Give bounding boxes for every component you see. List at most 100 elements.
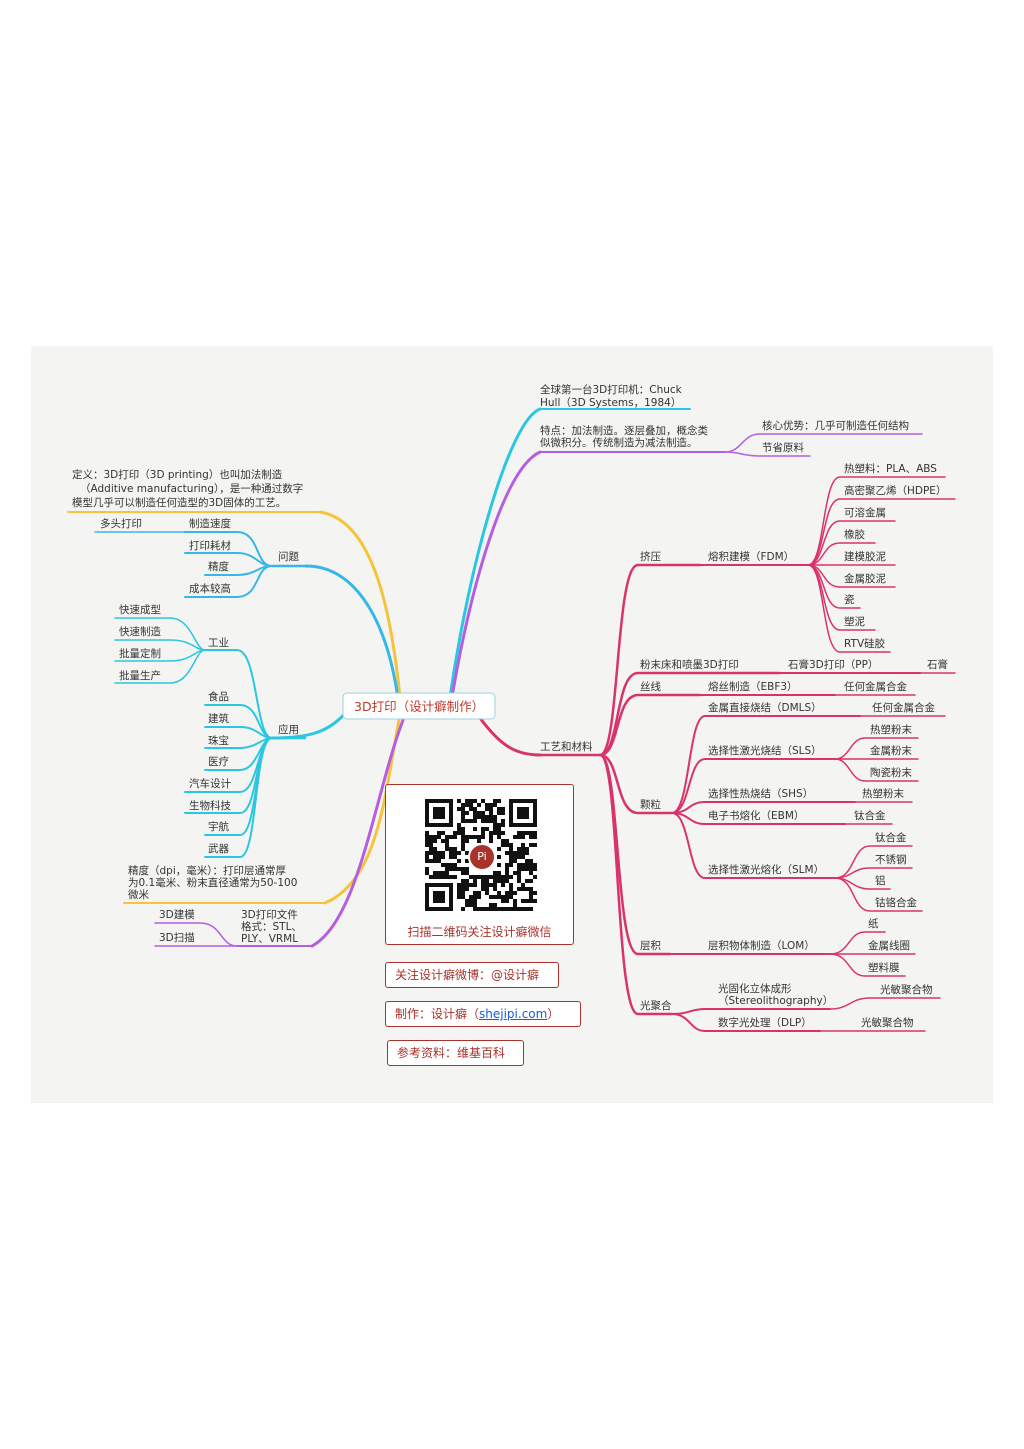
app-food: 食品 bbox=[208, 690, 229, 703]
photopolymer-label: 光聚合 bbox=[640, 999, 672, 1012]
ebf3-material: 任何金属合金 bbox=[844, 680, 907, 693]
branch-problems bbox=[304, 564, 400, 700]
definition-line-1: 定义：3D打印（3D printing）也叫加法制造 bbox=[72, 468, 283, 481]
problem-accuracy: 精度 bbox=[208, 560, 229, 573]
slm-label: 选择性激光熔化（SLM） bbox=[708, 863, 824, 876]
app-medical: 医疗 bbox=[208, 755, 229, 768]
branch-feature bbox=[450, 450, 542, 699]
m-hdpe bbox=[807, 498, 956, 566]
m-ceramic-powder bbox=[834, 758, 919, 782]
lom-material-2: 金属线圈 bbox=[868, 939, 910, 952]
app-architecture: 建筑 bbox=[208, 712, 229, 725]
m-photopolymer-1 bbox=[829, 997, 941, 1010]
precision-line-3: 微米 bbox=[128, 888, 149, 901]
shs-material: 热塑粉末 bbox=[862, 787, 904, 800]
feature-save-material: 节省原料 bbox=[762, 441, 804, 454]
problems-label: 问题 bbox=[278, 550, 299, 563]
link-dmls bbox=[671, 715, 861, 814]
definition-line-3: 模型几乎可以制造任何造型的3D固体的工艺。 bbox=[72, 496, 286, 509]
branch-definition bbox=[318, 510, 402, 699]
precision-line-1: 精度（dpi，毫米）：打印层通常厚 bbox=[128, 864, 286, 877]
app-weapons: 武器 bbox=[208, 842, 229, 855]
problem-multihead: 多头打印 bbox=[100, 517, 142, 530]
lom-label: 层积物体制造（LOM） bbox=[708, 939, 815, 952]
wire-label: 丝线 bbox=[640, 680, 661, 693]
slm-material-4: 钴铬合金 bbox=[875, 896, 917, 909]
link-modeling bbox=[154, 922, 238, 947]
app-jewelry: 珠宝 bbox=[208, 734, 229, 747]
shejipi-link[interactable]: shejipi.com bbox=[479, 1007, 548, 1021]
link-mass-prod bbox=[114, 649, 206, 684]
history-line-2: Hull（3D Systems，1984） bbox=[540, 397, 681, 409]
file-line-2: 格式：STL、 bbox=[241, 920, 302, 933]
fdm-material-5: 建模胶泥 bbox=[844, 550, 886, 563]
sls-label: 选择性激光烧结（SLS） bbox=[708, 744, 822, 757]
feature-core-advantage: 核心优势：几乎可制造任何结构 bbox=[762, 419, 909, 432]
problem-material: 打印耗材 bbox=[189, 539, 231, 552]
m-thermo-powder bbox=[834, 737, 919, 760]
file-source-modeling: 3D建模 bbox=[159, 908, 195, 921]
app-auto: 汽车设计 bbox=[189, 777, 231, 790]
problem-speed: 制造速度 bbox=[189, 517, 231, 530]
industry-item-1: 快速成型 bbox=[119, 603, 161, 616]
sla-line-2: （Stereolithography） bbox=[718, 995, 833, 1007]
shs-label: 选择性热烧结（SHS） bbox=[708, 787, 813, 800]
weibo-badge: 关注设计癖微博：@设计癖 bbox=[385, 962, 559, 988]
m-rubber bbox=[807, 542, 876, 566]
problem-cost: 成本较高 bbox=[189, 582, 231, 595]
made-by-badge: 制作：设计癖（shejipi.com） bbox=[385, 1001, 581, 1027]
m-paper bbox=[829, 931, 886, 955]
sls-material-1: 热塑粉末 bbox=[870, 723, 912, 736]
lamination-label: 层积 bbox=[640, 940, 661, 952]
granular-label: 颗粒 bbox=[640, 798, 661, 811]
made-by-suffix: ） bbox=[547, 1007, 560, 1021]
file-line-1: 3D打印文件 bbox=[241, 908, 298, 921]
app-biotech: 生物科技 bbox=[189, 799, 231, 812]
link-save-material bbox=[724, 451, 811, 457]
sla-material: 光敏聚合物 bbox=[880, 983, 933, 996]
industry-label: 工业 bbox=[208, 637, 229, 649]
m-cobalt bbox=[834, 877, 923, 912]
process-label: 工艺和材料 bbox=[540, 740, 593, 753]
fdm-material-2: 高密聚乙烯（HDPE） bbox=[844, 484, 946, 497]
slm-material-2: 不锈钢 bbox=[875, 853, 907, 866]
link-cost bbox=[184, 565, 273, 598]
fdm-material-7: 瓷 bbox=[844, 593, 855, 606]
file-source-scanning: 3D扫描 bbox=[159, 931, 195, 944]
slm-material-3: 铝 bbox=[875, 874, 886, 887]
fdm-material-4: 橡胶 bbox=[844, 528, 865, 541]
ebf3-label: 熔丝制造（EBF3） bbox=[708, 680, 798, 693]
link-dlp bbox=[671, 1013, 821, 1032]
link-rapid-mfg bbox=[114, 639, 206, 651]
link-core-advantage bbox=[724, 433, 923, 453]
industry-item-4: 批量生产 bbox=[119, 669, 161, 682]
feature-line-2: 似微积分。传统制造为减法制造。 bbox=[540, 436, 698, 449]
extrusion-label: 挤压 bbox=[640, 550, 661, 563]
qr-code[interactable] bbox=[425, 799, 537, 911]
qr-caption: 扫描二维码关注设计癖微信 bbox=[407, 925, 552, 939]
fdm-material-6: 金属胶泥 bbox=[844, 572, 886, 585]
link-ebm bbox=[671, 812, 846, 825]
reference-badge: 参考资料：维基百科 bbox=[387, 1040, 524, 1066]
industry-item-2: 快速制造 bbox=[119, 625, 161, 638]
m-plastic-film bbox=[829, 953, 906, 977]
app-aerospace: 宇航 bbox=[208, 820, 229, 833]
link-granular bbox=[598, 753, 674, 815]
dlp-label: 数字光处理（DLP） bbox=[718, 1016, 812, 1029]
fdm-material-1: 热塑料：PLA、ABS bbox=[844, 462, 937, 475]
pi-logo-icon: Pi bbox=[468, 843, 496, 871]
m-thermoplastic bbox=[807, 476, 946, 566]
link-weapons bbox=[204, 737, 273, 858]
ebm-label: 电子书熔化（EBM） bbox=[708, 809, 804, 822]
diagram-background bbox=[31, 346, 993, 1103]
lom-material-1: 纸 bbox=[868, 917, 879, 930]
qr-card: Pi 扫描二维码关注设计癖微信 bbox=[385, 784, 574, 945]
pp-material: 石膏 bbox=[927, 658, 948, 671]
link-industry bbox=[204, 649, 273, 739]
m-rtv bbox=[807, 564, 891, 653]
link-photopolymer bbox=[598, 753, 674, 1016]
link-slm bbox=[671, 812, 836, 879]
precision-line-2: 为0.1毫米、粉末直径通常为50-100 bbox=[128, 876, 297, 889]
dmls-label: 金属直接烧结（DMLS） bbox=[708, 701, 822, 714]
